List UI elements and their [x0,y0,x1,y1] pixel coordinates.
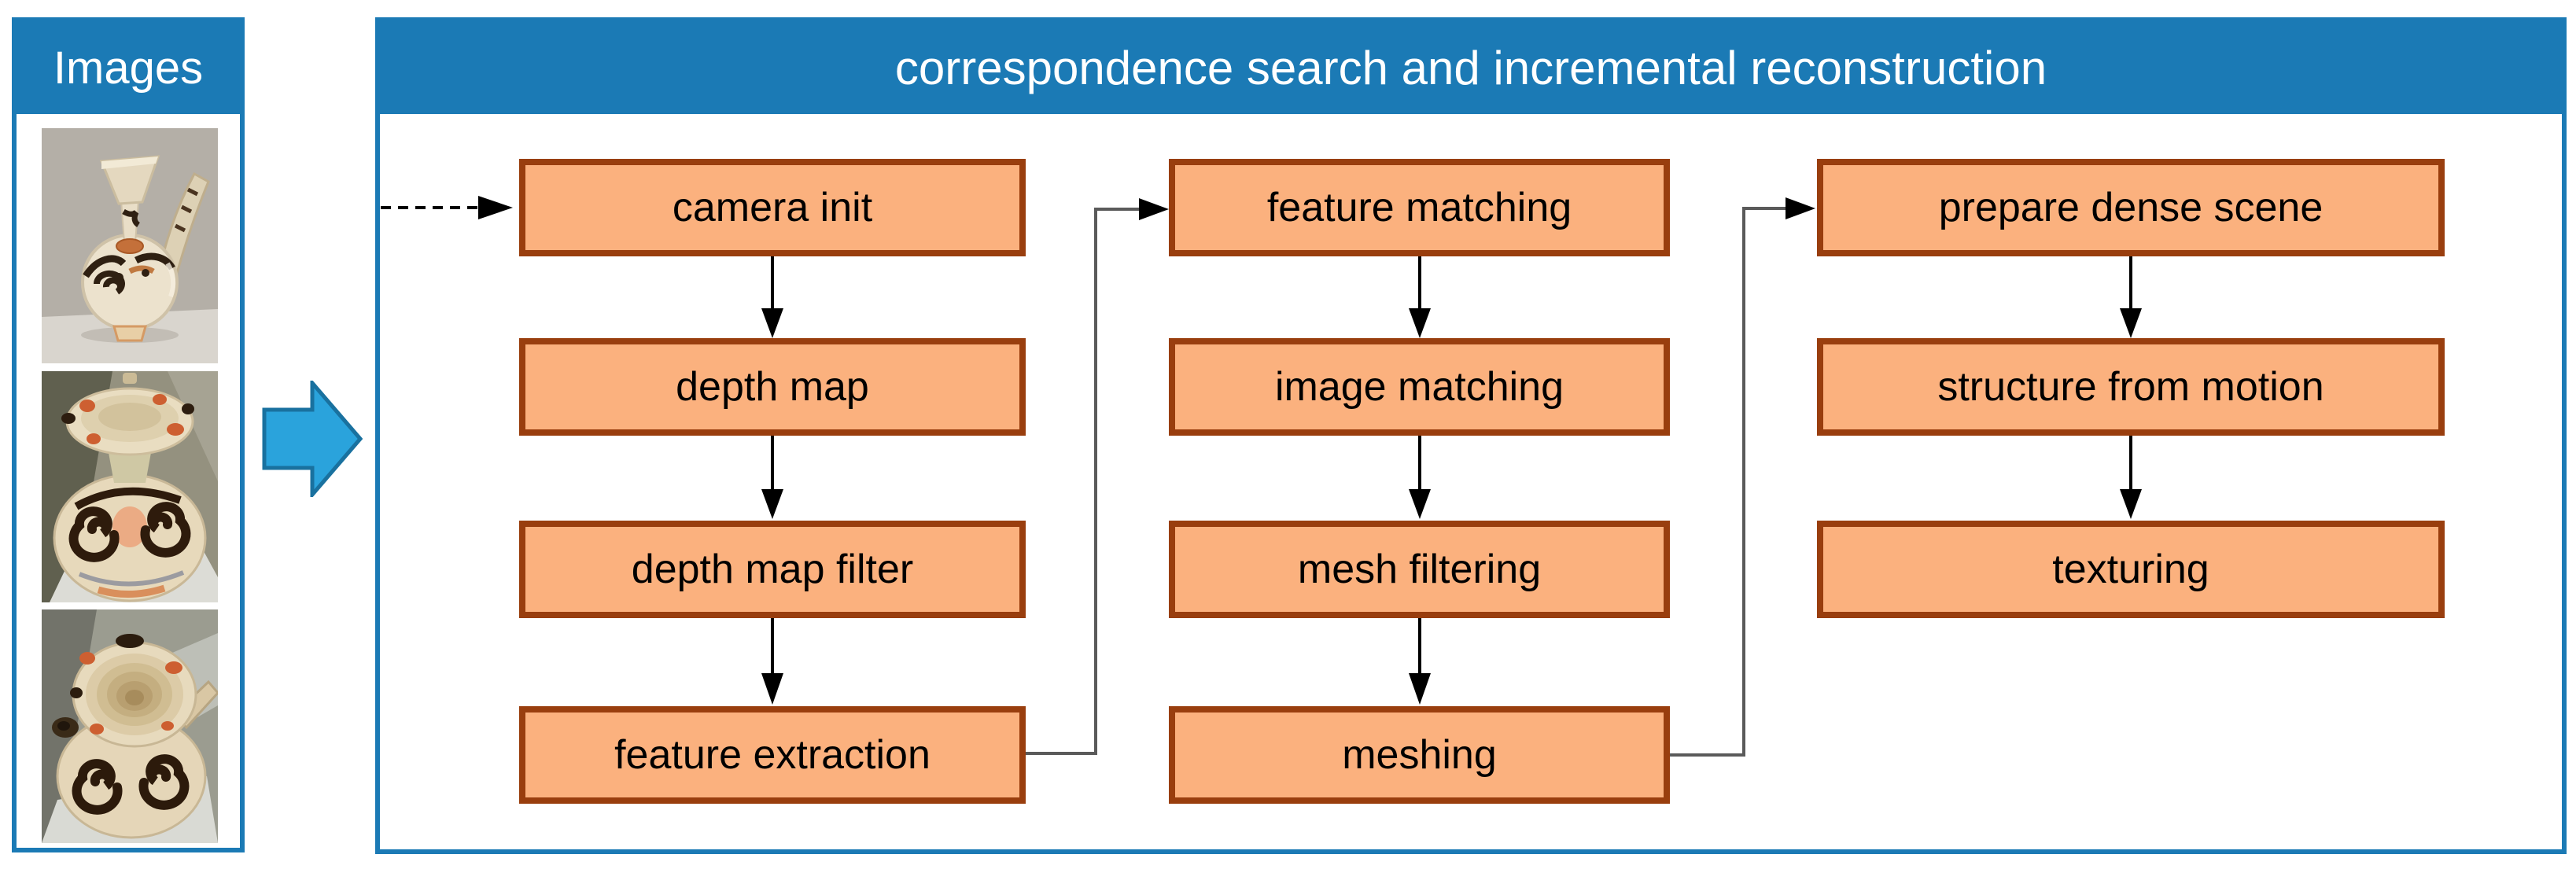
pottery-photo-ewer-side [42,128,218,363]
node-depth-map: depth map [519,338,1026,436]
pottery-photo-three-quarter [42,371,218,602]
node-texturing: texturing [1817,521,2445,618]
images-panel-title: Images [53,42,204,94]
node-prepare-dense-scene: prepare dense scene [1817,159,2445,256]
images-panel-header: Images [17,22,240,114]
pipeline-panel-title: correspondence search and incremental re… [894,42,2047,94]
node-mesh-filtering: mesh filtering [1169,521,1670,618]
node-image-matching: image matching [1169,338,1670,436]
node-feature-matching: feature matching [1169,159,1670,256]
node-meshing: meshing [1169,706,1670,804]
node-depth-map-filter: depth map filter [519,521,1026,618]
pottery-photo-top-view [42,609,218,843]
node-camera-init: camera init [519,159,1026,256]
node-feature-extraction: feature extraction [519,706,1026,804]
pipeline-panel-header: correspondence search and incremental re… [380,22,2562,114]
node-structure-from-motion: structure from motion [1817,338,2445,436]
images-to-pipeline-arrow-icon [262,381,363,497]
